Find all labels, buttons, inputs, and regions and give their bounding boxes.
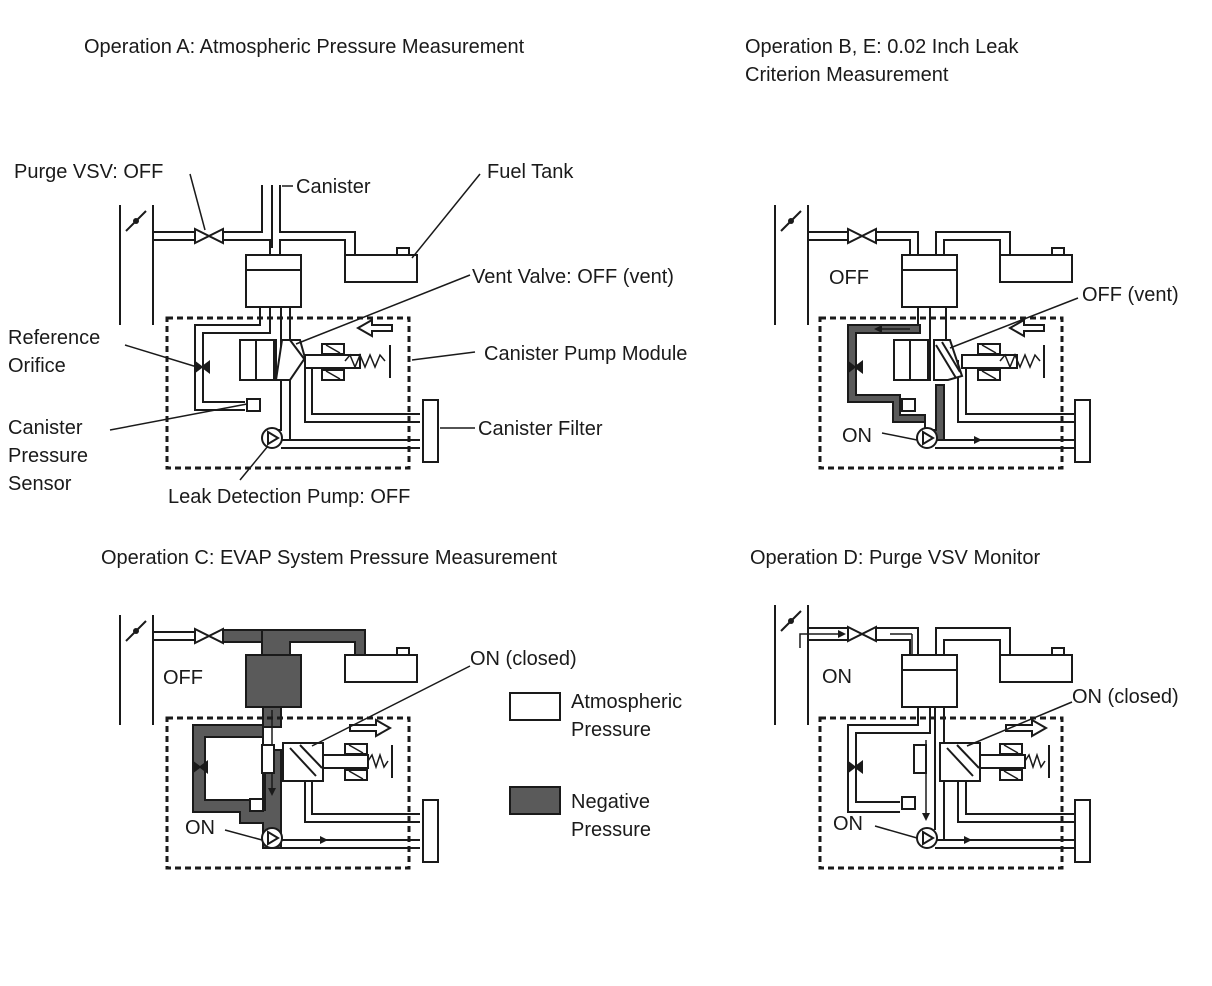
throttle-valve-icon xyxy=(780,210,802,232)
pressure-sensor-label-2: Pressure xyxy=(8,445,88,467)
panel-c: Operation C: EVAP System Pressure Measur… xyxy=(101,547,577,870)
canister-pump-module-box xyxy=(818,716,1064,870)
purge-vsv-icon xyxy=(847,227,877,245)
panel-b: Operation B, E: 0.02 Inch Leak Criterion… xyxy=(745,36,1179,470)
purge-vsv-state-label: ON xyxy=(822,666,852,688)
canister-icon xyxy=(245,254,302,308)
pressure-sensor-icon xyxy=(246,398,261,412)
leak-detection-pump-icon xyxy=(916,427,938,449)
leak-detection-pump-icon xyxy=(261,427,283,449)
vent-valve-state-label: OFF (vent) xyxy=(1082,284,1179,306)
flow-arrow-icon xyxy=(1007,318,1045,338)
pressure-sensor-icon xyxy=(249,798,264,812)
vent-valve-label: Vent Valve: OFF (vent) xyxy=(472,266,674,288)
valve-spring-icon xyxy=(367,752,389,770)
legend: Atmospheric Pressure Negative Pressure xyxy=(509,691,682,841)
throttle-valve-icon xyxy=(125,210,147,232)
canister-filter-icon xyxy=(1074,799,1091,863)
legend-swatch-atmospheric xyxy=(509,692,561,721)
canister-filter-label: Canister Filter xyxy=(478,418,603,440)
vent-valve-icon xyxy=(282,742,324,782)
canister-filter-icon xyxy=(422,799,439,863)
canister-pump-module-box xyxy=(818,316,1064,470)
reference-orifice-label: Reference xyxy=(8,327,100,349)
legend-swatch-negative xyxy=(509,786,561,815)
purge-vsv-icon xyxy=(847,625,877,643)
fuel-tank-icon xyxy=(344,254,418,283)
legend-atmospheric-label-2: Pressure xyxy=(571,719,651,741)
leak-pump-label: Leak Detection Pump: OFF xyxy=(168,486,410,508)
legend-negative-label: Negative xyxy=(571,791,650,813)
pressure-sensor-icon xyxy=(901,796,916,810)
reference-orifice-label-2: Orifice xyxy=(8,355,66,377)
pump-state-label: ON xyxy=(185,817,215,839)
pressure-sensor-icon xyxy=(901,398,916,412)
throttle-valve-icon xyxy=(780,610,802,632)
pressure-sensor-label: Canister xyxy=(8,417,83,439)
panel-a-title: Operation A: Atmospheric Pressure Measur… xyxy=(84,36,525,58)
leak-detection-pump-icon xyxy=(916,827,938,849)
valve-spring-icon xyxy=(999,353,1041,369)
canister-icon xyxy=(901,654,958,708)
valve-spring-icon xyxy=(344,353,386,369)
reference-orifice-icon xyxy=(847,360,863,374)
purge-vsv-state-label: OFF xyxy=(163,667,203,689)
legend-negative-label-2: Pressure xyxy=(571,819,651,841)
flow-arrow-icon xyxy=(355,318,393,338)
canister-filter-icon xyxy=(1074,399,1091,463)
vent-valve-icon xyxy=(274,339,307,381)
panel-c-title: Operation C: EVAP System Pressure Measur… xyxy=(101,547,558,569)
panel-b-title-2: Criterion Measurement xyxy=(745,64,949,86)
canister-filter-icon xyxy=(422,399,439,463)
vent-valve-state-label: ON (closed) xyxy=(470,648,577,670)
pressure-sensor-label-3: Sensor xyxy=(8,473,72,495)
flow-arrow-icon xyxy=(349,718,393,738)
flow-arrow-icon xyxy=(1005,718,1049,738)
valve-spring-icon xyxy=(1024,752,1046,770)
canister-icon xyxy=(245,654,302,708)
purge-vsv-state-label: OFF xyxy=(829,267,869,289)
purge-vsv-icon xyxy=(194,227,224,245)
fuel-tank-icon xyxy=(999,254,1073,283)
panel-d: Operation D: Purge VSV Monitor xyxy=(750,547,1179,870)
vent-valve-icon xyxy=(933,339,964,381)
pump-state-label: ON xyxy=(842,425,872,447)
canister-label: Canister xyxy=(296,176,371,198)
throttle-valve-icon xyxy=(125,620,147,642)
canister-pump-module-label: Canister Pump Module xyxy=(484,343,687,365)
reference-orifice-icon xyxy=(847,760,863,774)
fuel-tank-label: Fuel Tank xyxy=(487,161,574,183)
panel-b-title: Operation B, E: 0.02 Inch Leak xyxy=(745,36,1020,58)
reference-orifice-icon xyxy=(192,760,208,774)
fuel-tank-icon xyxy=(344,654,418,683)
canister-pump-module-box xyxy=(165,316,411,470)
panel-d-title: Operation D: Purge VSV Monitor xyxy=(750,547,1040,569)
pump-state-label: ON xyxy=(833,813,863,835)
canister-icon xyxy=(901,254,958,308)
leak-detection-pump-icon xyxy=(261,827,283,849)
legend-atmospheric-label: Atmospheric xyxy=(571,691,682,713)
vent-valve-state-label: ON (closed) xyxy=(1072,686,1179,708)
reference-orifice-icon xyxy=(194,360,210,374)
fuel-tank-icon xyxy=(999,654,1073,683)
panel-a: Operation A: Atmospheric Pressure Measur… xyxy=(8,36,687,508)
purge-vsv-icon xyxy=(194,627,224,645)
purge-vsv-label: Purge VSV: OFF xyxy=(14,161,163,183)
canister-pump-module-box xyxy=(165,716,411,870)
vent-valve-icon xyxy=(939,742,981,782)
